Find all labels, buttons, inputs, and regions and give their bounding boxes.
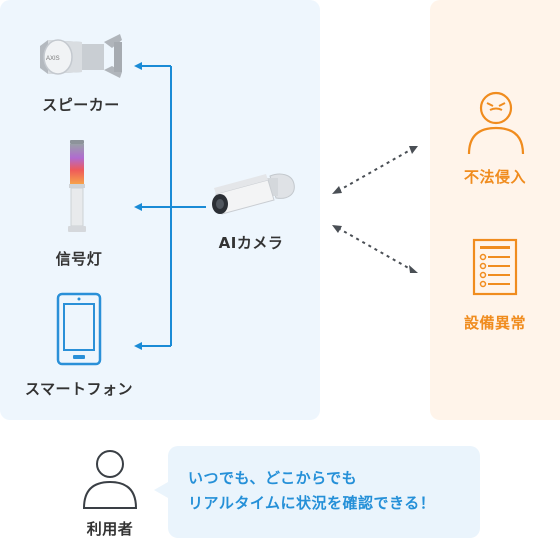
signal-light-icon [68,140,86,232]
user-icon [82,450,138,509]
speaker-icon: AXIS [40,34,122,78]
message-line-1: いつでも、どこからでも [188,469,358,487]
bubble-tail [154,482,168,498]
svg-text:AXIS: AXIS [46,56,60,62]
smartphone-icon [56,292,102,366]
message-bubble [168,446,480,538]
events-panel [430,0,560,420]
speaker-label: スピーカー [42,96,120,114]
camera-label: AIカメラ [218,234,284,252]
smartphone-label: スマートフォン [24,380,134,398]
equipment-list-icon [472,238,518,296]
intruder-icon [467,91,525,155]
message-text: いつでも、どこからでも リアルタイムに状況を確認できる！ [188,466,435,516]
equipment-label: 設備異常 [463,314,527,332]
user-label: 利用者 [86,520,134,538]
message-line-2: リアルタイムに状況を確認できる！ [188,494,436,512]
signal-light-label: 信号灯 [55,250,103,268]
intrusion-label: 不法侵入 [463,168,527,186]
ai-camera-icon [212,173,295,215]
